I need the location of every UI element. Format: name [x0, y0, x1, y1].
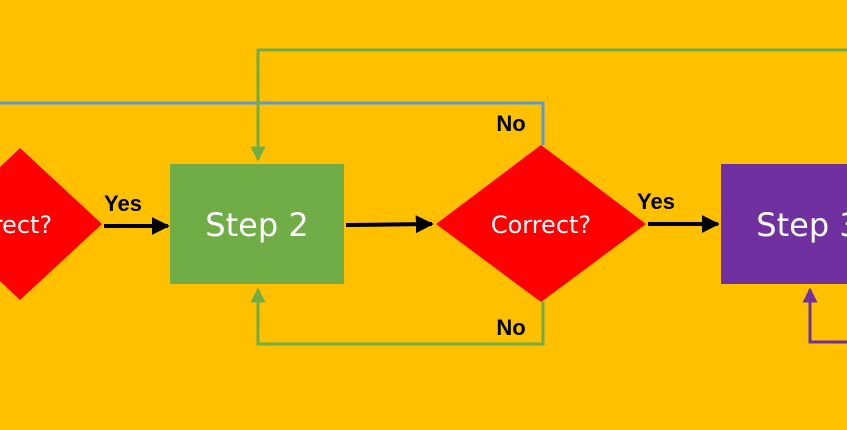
- loop-line-blue: [0, 101, 545, 145]
- loop-line-green-top: [250, 48, 847, 162]
- edge-label-no-top: No: [496, 111, 525, 136]
- decision-diamond-1: [0, 148, 102, 300]
- edge-label-yes-2: Yes: [637, 189, 675, 214]
- step-3-label: Step 3: [756, 206, 847, 244]
- step-2-label: Step 2: [205, 206, 308, 244]
- decision-1-label: Correct?: [0, 211, 52, 239]
- loop-line-green-bottom: [250, 287, 545, 346]
- arrow-step2-to-decision2: [345, 215, 434, 234]
- loop-line-purple: [802, 287, 847, 344]
- decision-diamond-2: [436, 145, 646, 302]
- edge-label-yes-1: Yes: [104, 191, 142, 216]
- step-3-box: [721, 164, 847, 284]
- step-2-box: [170, 164, 344, 284]
- edge-label-no-bottom: No: [496, 315, 525, 340]
- decision-2-label: Correct?: [491, 211, 591, 239]
